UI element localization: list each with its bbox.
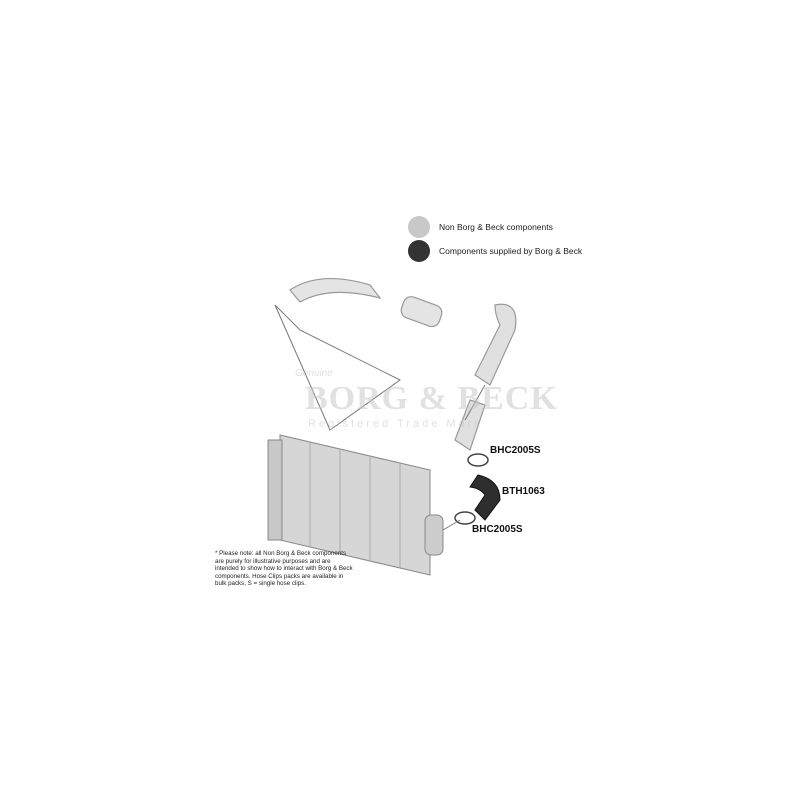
legend-label: Non Borg & Beck components xyxy=(439,222,553,232)
intercooler xyxy=(267,434,444,576)
legend-grey-dot-icon xyxy=(408,216,430,238)
legend-borg-beck: Components supplied by Borg & Beck xyxy=(408,240,582,262)
watermark-script: Genuine xyxy=(295,368,333,379)
clip-upper xyxy=(467,453,489,467)
watermark-brand: BORG & BECK xyxy=(305,380,558,417)
part-label-clip-lower: BHC2005S xyxy=(472,524,523,535)
clip-lower xyxy=(454,511,476,525)
leader-line xyxy=(274,304,401,431)
hose-bth1063 xyxy=(469,474,501,521)
disclaimer-note: * Please note: all Non Borg & Beck compo… xyxy=(215,550,353,588)
legend-dark-dot-icon xyxy=(408,240,430,262)
right-hose xyxy=(454,303,517,451)
legend-non-borg-beck: Non Borg & Beck components xyxy=(408,216,553,238)
part-label-clip-upper: BHC2005S xyxy=(490,445,541,456)
upper-hose xyxy=(289,278,443,328)
legend-label: Components supplied by Borg & Beck xyxy=(439,246,583,256)
watermark-tagline: Registered Trade Mark xyxy=(308,418,483,430)
part-label-hose: BTH1063 xyxy=(502,486,545,497)
